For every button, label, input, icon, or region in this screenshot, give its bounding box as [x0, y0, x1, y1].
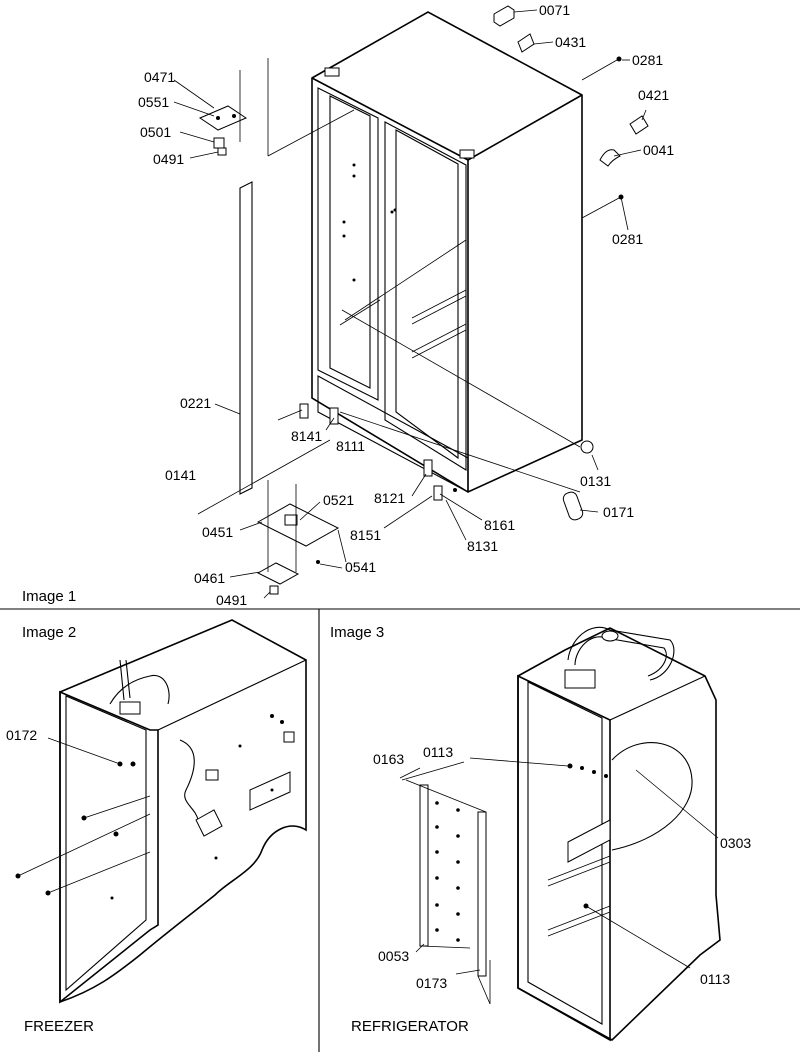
callout-8131: 8131 [467, 538, 498, 554]
callout-0491-top: 0491 [153, 151, 184, 167]
image1-drawing: 0071 0431 0281 0421 0041 0281 0471 0551 … [22, 2, 674, 608]
callout-0421: 0421 [638, 87, 669, 103]
rail-screws [435, 801, 460, 942]
callout-0551: 0551 [138, 94, 169, 110]
callout-0172: 0172 [6, 727, 37, 743]
callout-0471: 0471 [144, 69, 175, 85]
callout-0491-bottom: 0491 [216, 592, 247, 608]
top-parts [493, 5, 649, 521]
base-brackets [299, 403, 457, 501]
callout-8161: 8161 [484, 517, 515, 533]
image3-caption: Image 3 [330, 624, 384, 641]
image1-leaders [173, 9, 647, 599]
image2-caption: Image 2 [22, 624, 76, 641]
image3-drawing: 0163 0113 0303 0053 0173 0113 Image 3 RE… [330, 624, 751, 1042]
callout-0303: 0303 [720, 835, 751, 851]
bottom-hinge-assembly [256, 503, 340, 595]
image3-title-refrigerator: REFRIGERATOR [351, 1018, 469, 1035]
callout-8121: 8121 [374, 490, 405, 506]
callout-0113-bottom: 0113 [700, 971, 730, 987]
image2-title-freezer: FREEZER [24, 1018, 94, 1035]
callout-0173: 0173 [416, 975, 447, 991]
callout-0041: 0041 [643, 142, 674, 158]
callout-0281-side: 0281 [612, 231, 643, 247]
callout-8141: 8141 [291, 428, 322, 444]
cabinet-body [311, 11, 583, 493]
callout-0141: 0141 [165, 467, 196, 483]
callout-0451: 0451 [202, 524, 233, 540]
callout-8151: 8151 [350, 527, 381, 543]
callout-0163: 0163 [373, 751, 404, 767]
door-panel-0221 [239, 181, 253, 495]
callout-0171: 0171 [603, 504, 634, 520]
callout-0113-top: 0113 [423, 744, 453, 760]
image1-caption: Image 1 [22, 588, 76, 605]
callout-0131: 0131 [580, 473, 611, 489]
callout-0053: 0053 [378, 948, 409, 964]
callout-0281-top: 0281 [632, 52, 663, 68]
image2-drawing: 0172 Image 2 FREEZER [6, 619, 307, 1035]
callout-0431: 0431 [555, 34, 586, 50]
callout-8111: 8111 [336, 438, 365, 454]
image1-callouts: 0071 0431 0281 0421 0041 0281 0471 0551 … [138, 2, 674, 608]
callout-0071: 0071 [539, 2, 570, 18]
callout-0521: 0521 [323, 492, 354, 508]
callout-0541: 0541 [345, 559, 376, 575]
callout-0461: 0461 [194, 570, 225, 586]
callout-0221: 0221 [180, 395, 211, 411]
callout-0501: 0501 [140, 124, 171, 140]
top-hinge-assembly [198, 105, 248, 156]
